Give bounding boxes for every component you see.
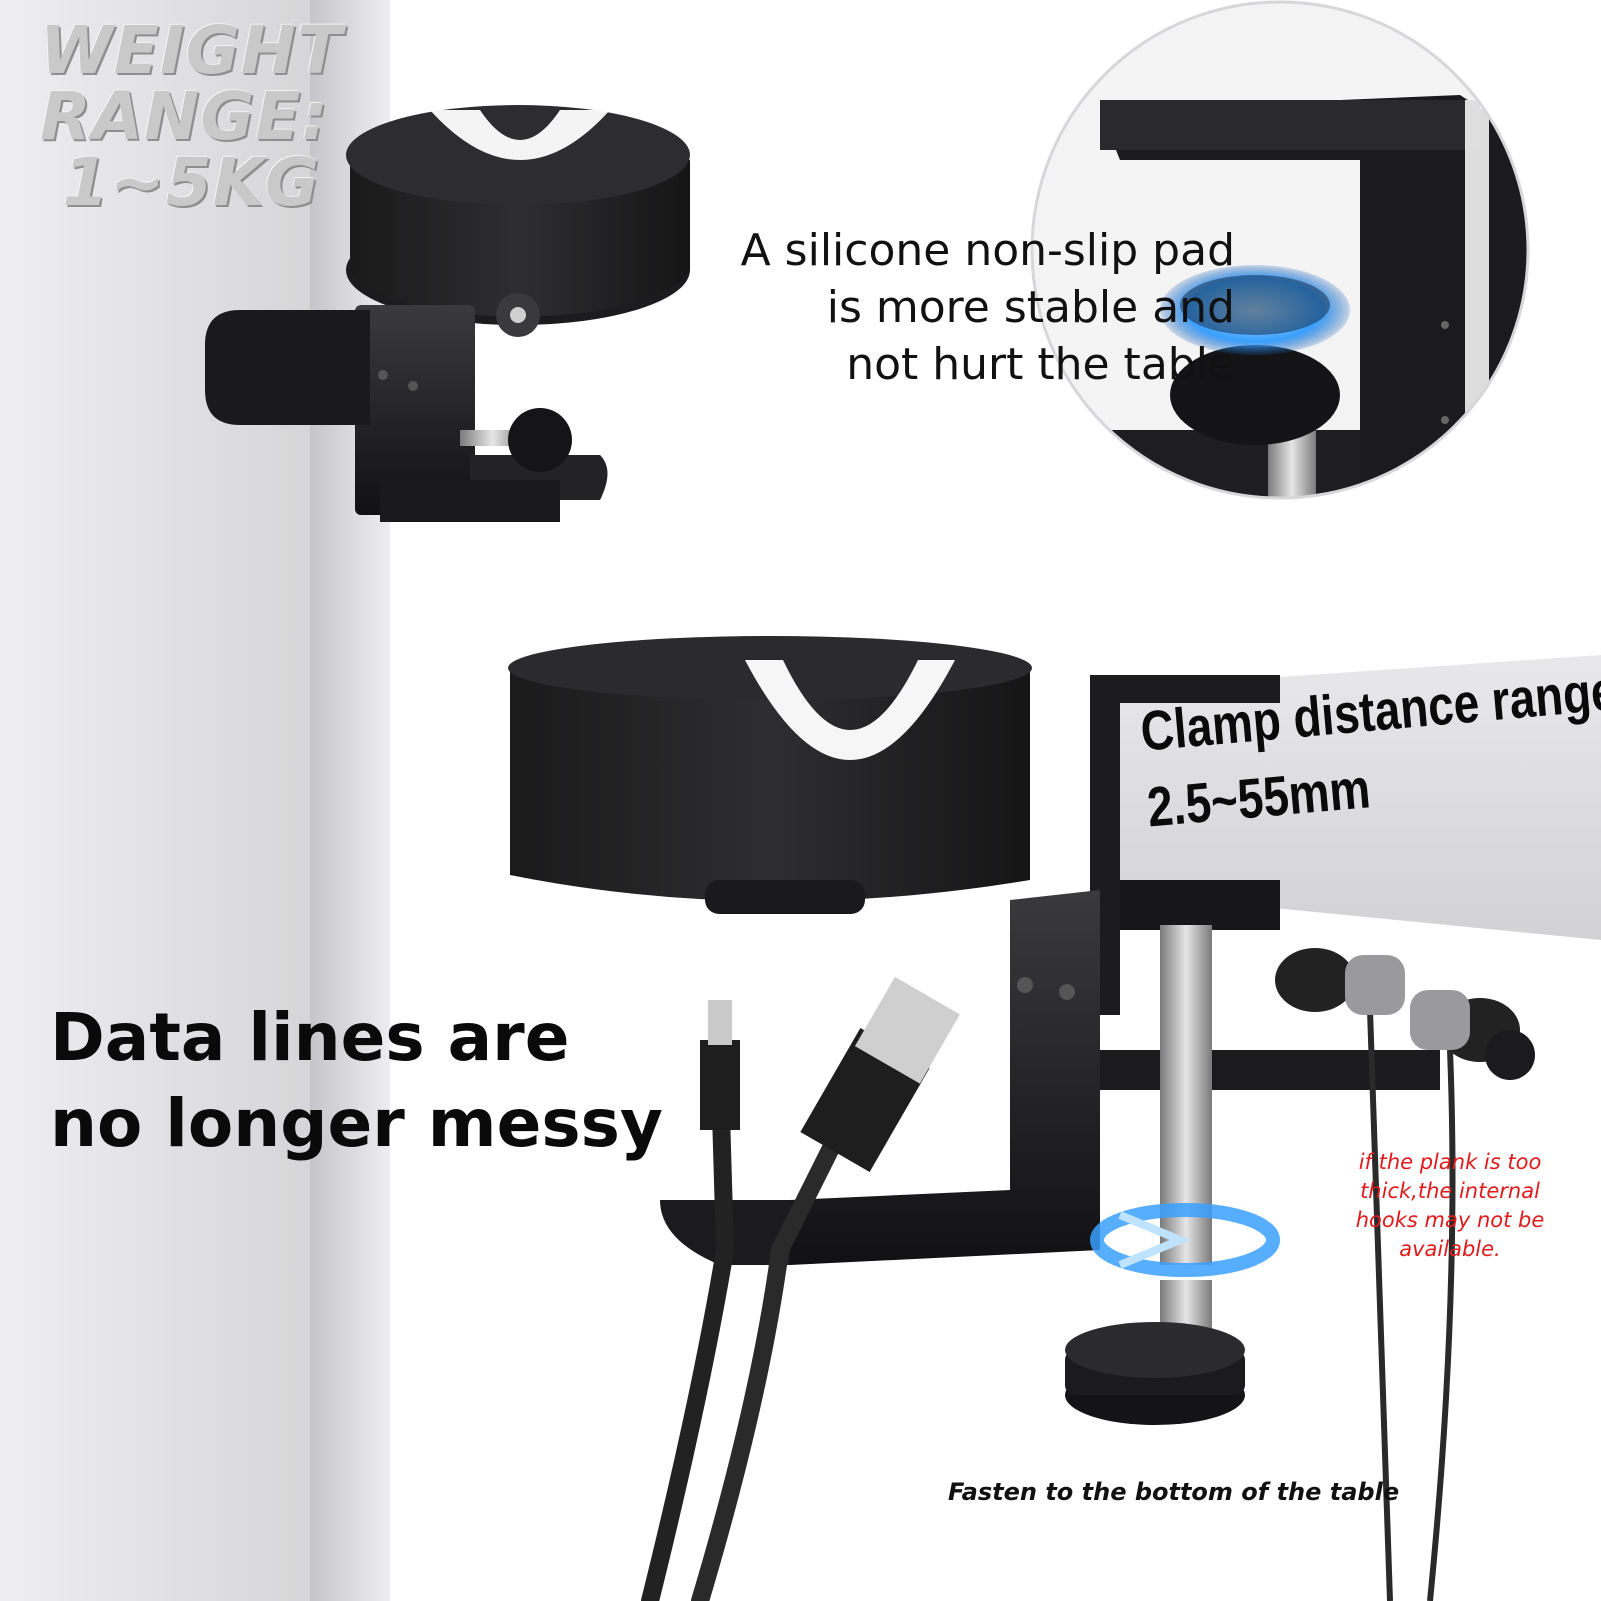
top-holder — [205, 105, 690, 522]
usb-cables — [641, 976, 960, 1601]
silicone-pad-callout: A silicone non-slip pad is more stable a… — [690, 222, 1235, 393]
table-plank — [1090, 655, 1601, 940]
weight-label: WEIGHT — [40, 12, 343, 89]
weight-value: 1~5KG — [62, 144, 320, 221]
weight-range-badge: WEIGHT RANGE: 1~5KG — [40, 12, 343, 221]
earphones — [1275, 948, 1535, 1601]
data-lines-headline: Data lines are no longer messy — [50, 995, 690, 1167]
silicone-line-2: is more stable and — [826, 282, 1235, 333]
range-label: RANGE: — [40, 78, 329, 155]
plank-thickness-note: if the plank is too thick,the internal h… — [1355, 1150, 1545, 1261]
data-lines-line-1: Data lines are — [50, 999, 570, 1076]
data-lines-line-2: no longer messy — [50, 1085, 663, 1162]
pad-zoom-circle — [1030, 0, 1530, 500]
fasten-caption: Fasten to the bottom of the table — [948, 1478, 1400, 1506]
silicone-line-1: A silicone non-slip pad — [740, 225, 1235, 276]
silicone-line-3: not hurt the table — [846, 339, 1235, 390]
